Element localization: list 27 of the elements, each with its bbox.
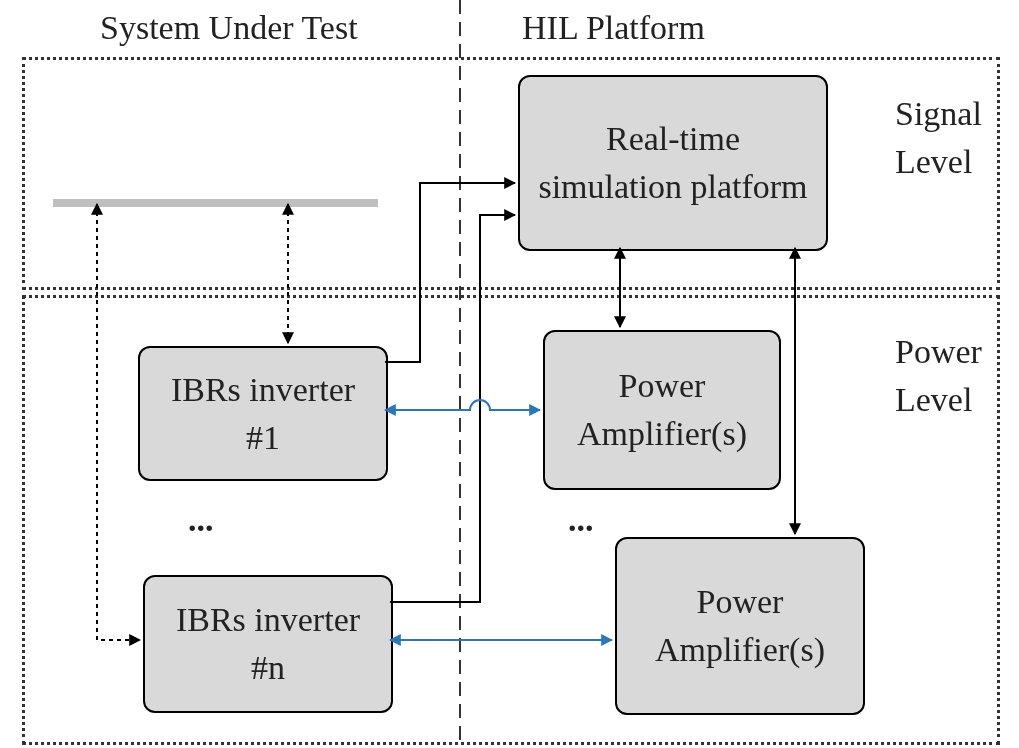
- ellipsis: ...: [188, 500, 214, 540]
- level-label: Power Level: [895, 332, 983, 420]
- arrow: [789, 246, 801, 536]
- dotted-region: [22, 295, 1000, 745]
- arrow: [614, 246, 626, 329]
- box-text: IBRs inverter #n: [174, 600, 362, 688]
- process-box: [615, 537, 865, 715]
- box-text: Power Amplifier(s): [576, 366, 748, 454]
- box-text: IBRs inverter #1: [169, 369, 357, 458]
- level-label: Signal Level: [895, 94, 983, 182]
- arrow: [383, 399, 542, 416]
- process-box: [138, 346, 388, 481]
- arrow: [282, 202, 294, 345]
- process-box: [143, 575, 393, 713]
- dotted-region: [22, 57, 1000, 290]
- box-text: Real-time simulation platform: [537, 119, 809, 207]
- process-box: [518, 75, 828, 251]
- ellipsis: ...: [568, 500, 594, 540]
- column-heading: HIL Platform: [522, 8, 705, 48]
- bus-bar: [53, 199, 378, 207]
- arrow: [389, 209, 517, 603]
- arrow: [91, 202, 142, 646]
- column-heading: System Under Test: [100, 8, 358, 48]
- box-text: Power Amplifier(s): [654, 582, 826, 670]
- arrow: [384, 177, 517, 363]
- process-box: [543, 330, 781, 490]
- arrow: [388, 634, 614, 646]
